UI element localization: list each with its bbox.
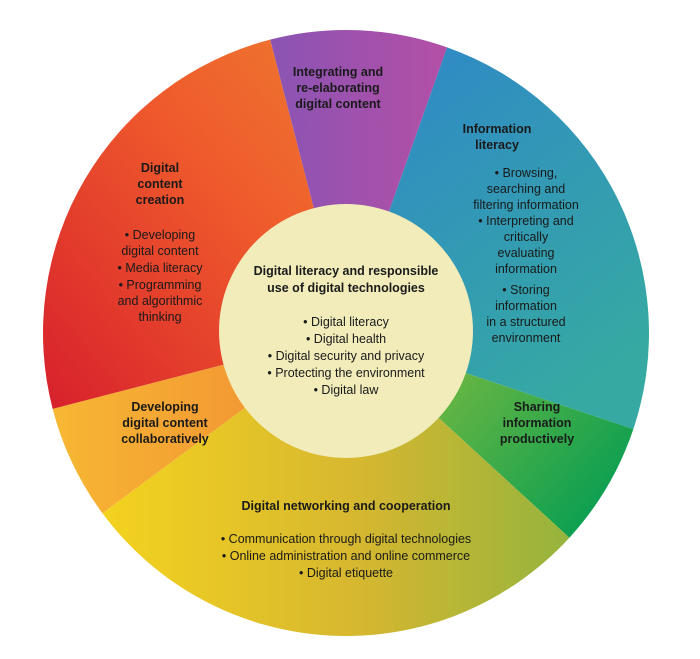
creation-title-1: Digital <box>141 161 179 175</box>
center-item-1: • Digital literacy <box>303 315 389 329</box>
label-integrating: Integrating and re-elaborating digital c… <box>293 65 383 111</box>
integrating-title-3: digital content <box>295 97 381 111</box>
information-item-2: searching and <box>487 182 566 196</box>
label-information-literacy: Information literacy • Browsing, searchi… <box>463 122 579 345</box>
collaborative-title-2: digital content <box>122 416 208 430</box>
information-title-1: Information <box>463 122 532 136</box>
information-title-2: literacy <box>475 138 519 152</box>
center-title-1: Digital literacy and responsible <box>254 264 439 278</box>
creation-title-3: creation <box>136 193 185 207</box>
creation-item-1: • Developing <box>125 228 195 242</box>
information-item-7: information <box>495 262 557 276</box>
creation-item-4: • Programming <box>119 278 202 292</box>
networking-item-1: • Communication through digital technolo… <box>221 532 471 546</box>
information-item-5: critically <box>504 230 549 244</box>
information-item-6: evaluating <box>498 246 555 260</box>
center-disc <box>219 204 473 458</box>
information-item-3: filtering information <box>473 198 579 212</box>
center-item-5: • Digital law <box>314 383 380 397</box>
segment-networking <box>102 333 570 637</box>
information-item-4: • Interpreting and <box>478 214 573 228</box>
integrating-title-1: Integrating and <box>293 65 383 79</box>
creation-title-2: content <box>137 177 183 191</box>
networking-title: Digital networking and cooperation <box>241 499 450 513</box>
information-item-11: environment <box>492 331 561 345</box>
label-center: Digital literacy and responsible use of … <box>254 264 439 397</box>
networking-item-2: • Online administration and online comme… <box>222 549 470 563</box>
sharing-title-1: Sharing <box>514 400 561 414</box>
creation-item-3: • Media literacy <box>118 261 204 275</box>
creation-item-2: digital content <box>121 244 199 258</box>
collaborative-title-3: collaboratively <box>121 432 209 446</box>
creation-item-5: and algorithmic <box>118 294 203 308</box>
center-item-4: • Protecting the environment <box>267 366 425 380</box>
center-item-3: • Digital security and privacy <box>268 349 425 363</box>
networking-item-3: • Digital etiquette <box>299 566 393 580</box>
integrating-title-2: re-elaborating <box>296 81 379 95</box>
label-collaborative: Developing digital content collaborative… <box>121 400 209 446</box>
sharing-title-3: productively <box>500 432 574 446</box>
center-item-2: • Digital health <box>306 332 386 346</box>
information-item-10: in a structured <box>486 315 565 329</box>
segment-integrating <box>270 29 448 333</box>
information-item-8: • Storing <box>502 283 550 297</box>
center-title-2: use of digital technologies <box>267 281 425 295</box>
information-item-1: • Browsing, <box>495 166 558 180</box>
sharing-title-2: information <box>503 416 572 430</box>
label-content-creation: Digital content creation • Developing di… <box>118 161 204 324</box>
label-sharing: Sharing information productively <box>500 400 574 446</box>
collaborative-title-1: Developing <box>131 400 198 414</box>
label-networking: Digital networking and cooperation • Com… <box>221 499 471 580</box>
information-item-9: information <box>495 299 557 313</box>
creation-item-6: thinking <box>138 310 181 324</box>
